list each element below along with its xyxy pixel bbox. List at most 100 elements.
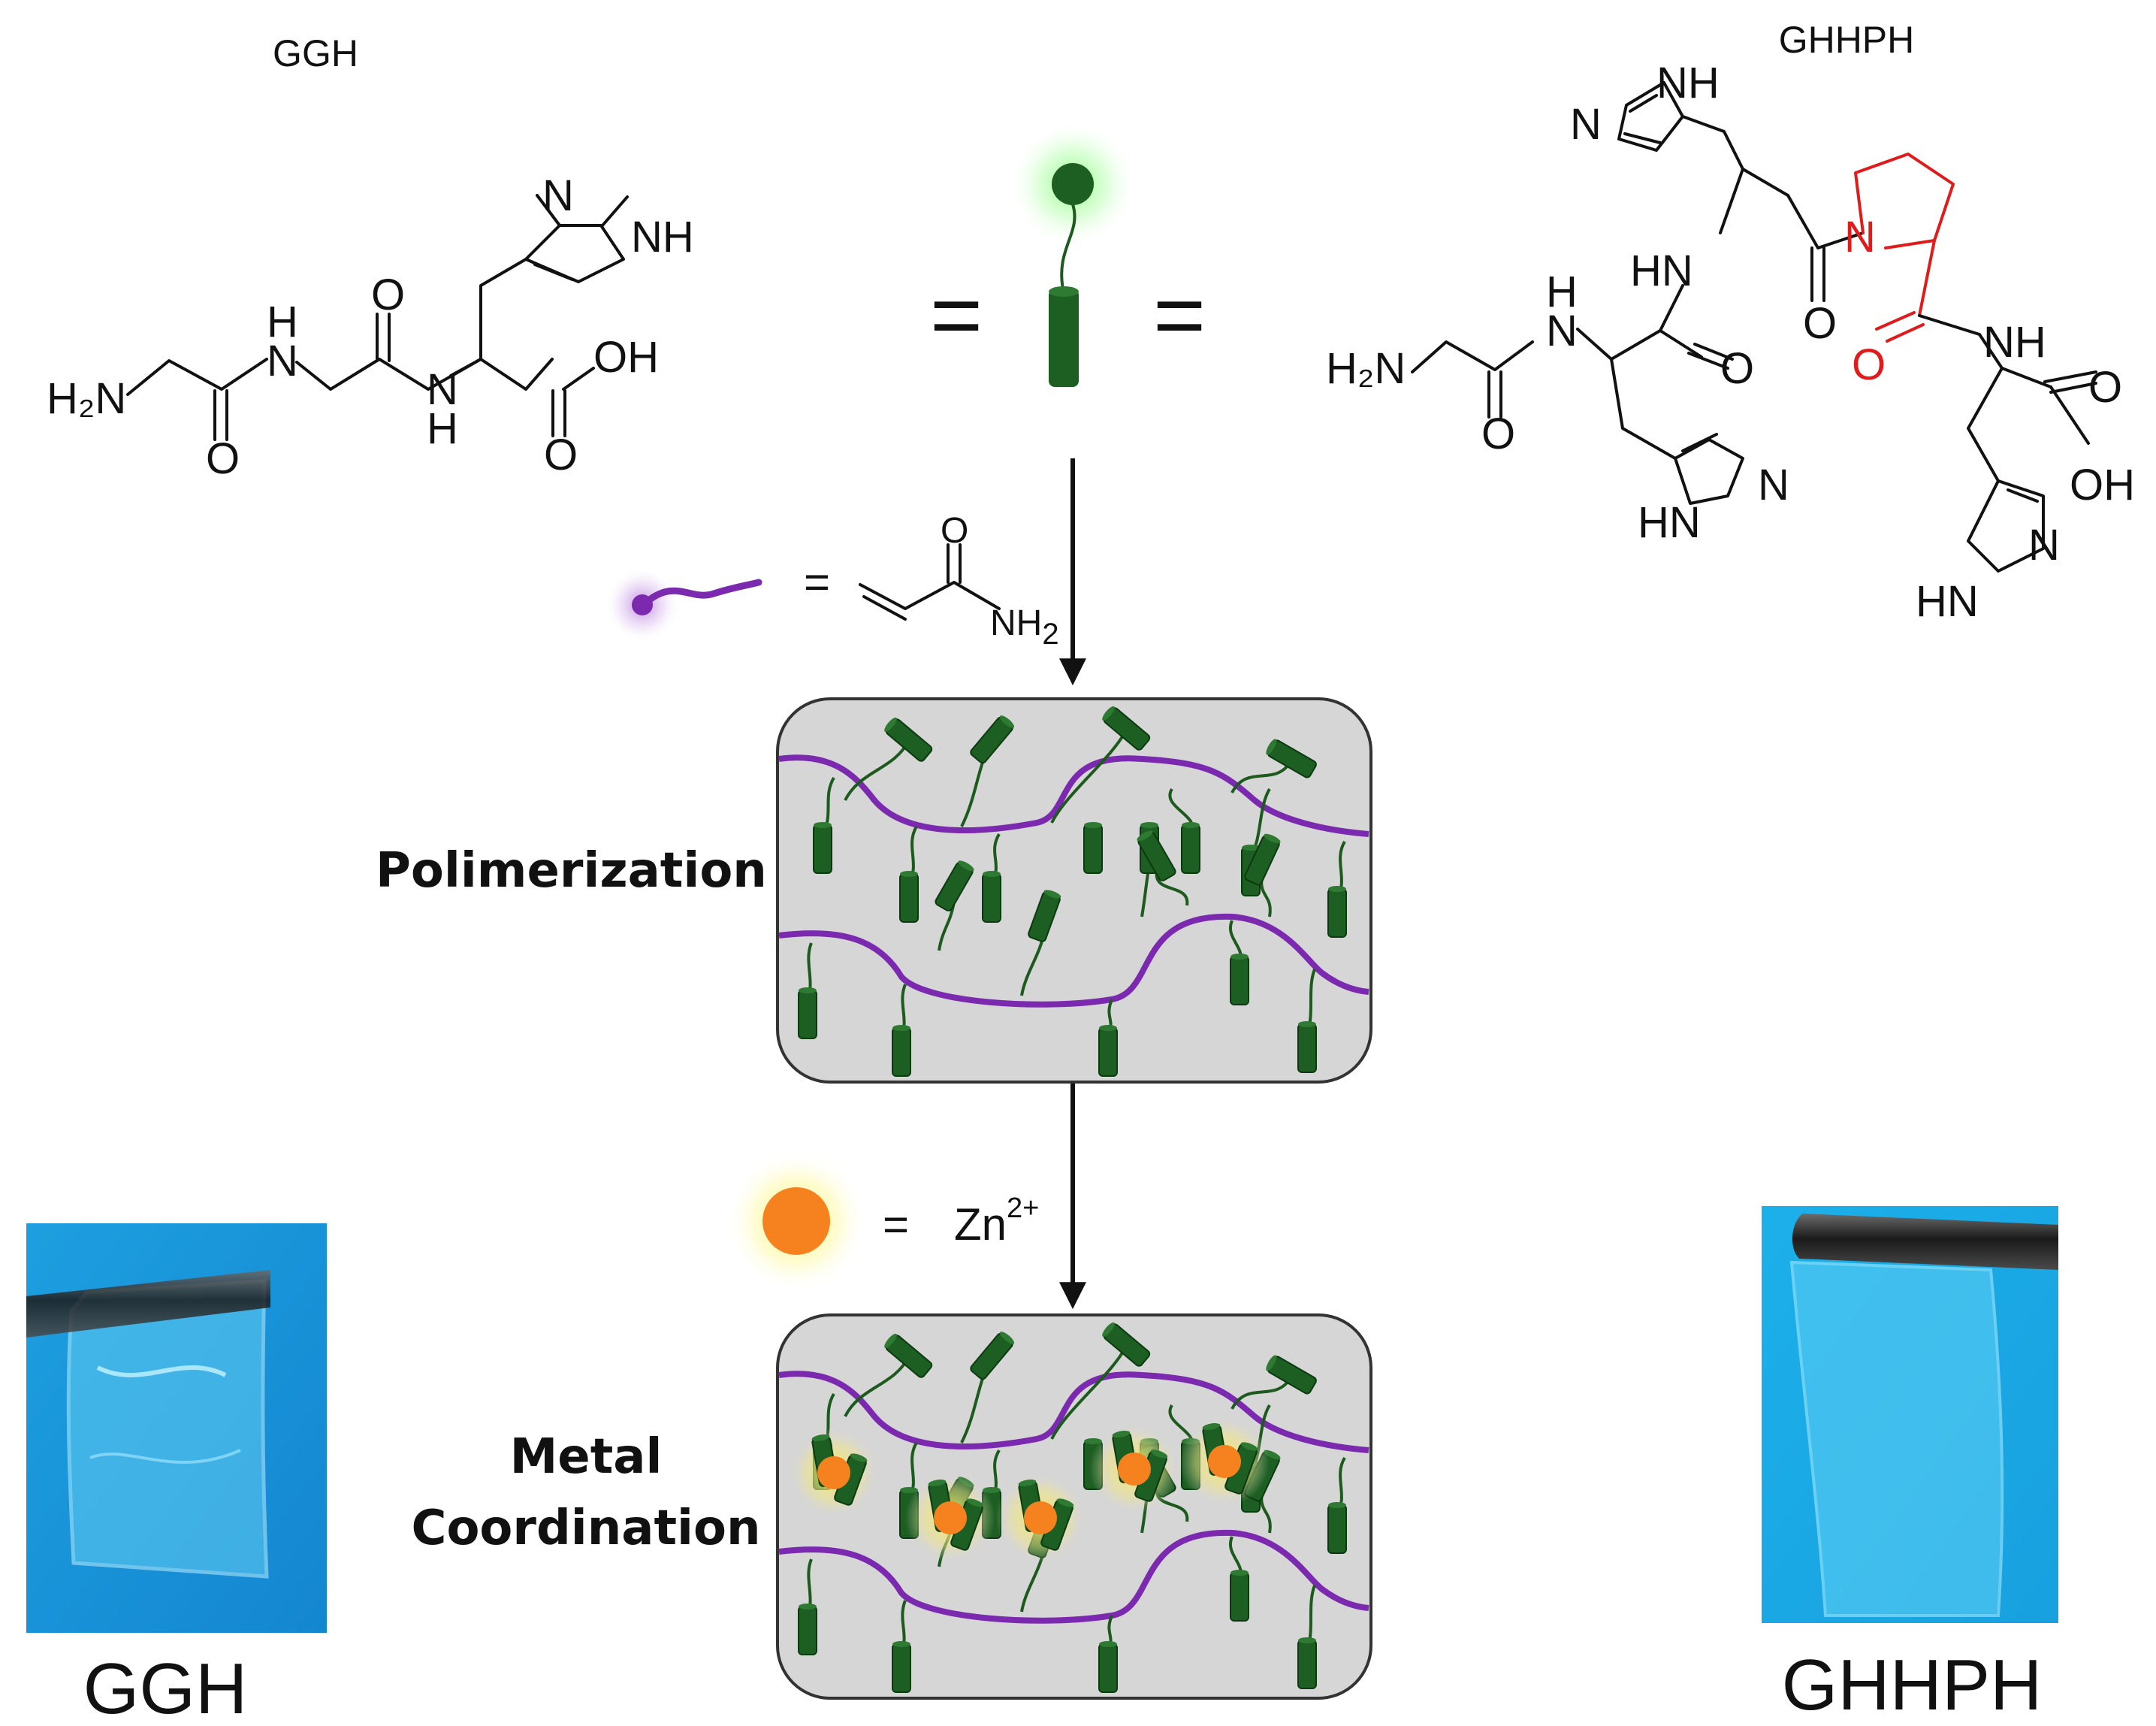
ghhph-nh: NH xyxy=(1983,318,2046,367)
acrylamide-nh2: NH2 xyxy=(990,603,1059,651)
ghhph-o2: O xyxy=(1720,344,1754,393)
ghhph-proline-n: N xyxy=(1844,213,1876,261)
ggh-hydrogel-photo xyxy=(26,1223,327,1633)
peptide-pendant xyxy=(1266,739,1317,778)
ghhph-h2n: H₂N xyxy=(1326,344,1406,393)
peptide-pendant xyxy=(1230,1570,1249,1622)
peptide-pendant xyxy=(1102,1322,1151,1367)
ghhph-right-hn: HN xyxy=(1916,577,1979,626)
monomer-equals: = xyxy=(804,557,830,607)
ggh-amide-h2: H xyxy=(427,404,458,453)
peptide-pendant xyxy=(892,1641,911,1693)
peptide-symbol xyxy=(1009,120,1137,387)
polymerized-gel xyxy=(776,697,1372,1084)
coordination-label-line1: Metal xyxy=(510,1429,663,1485)
ghhph-hn: HN xyxy=(1630,246,1693,295)
peptide-pendant xyxy=(1327,1502,1347,1554)
ghhph-structure: NH N HN H₂N H N O O O N O NH O OH N HN N… xyxy=(1326,59,2135,626)
gel-network-2 xyxy=(778,1322,1369,1693)
zinc-label: Zn2+ xyxy=(954,1192,1039,1250)
peptide-pendant xyxy=(884,1333,933,1378)
ghhph-o4: O xyxy=(2088,363,2122,412)
zinc-equals: = xyxy=(883,1199,909,1250)
peptide-pendant xyxy=(935,860,974,911)
peptide-pendant xyxy=(1028,890,1061,942)
peptide-pendant xyxy=(1266,1355,1317,1395)
ghhph-top-n: N xyxy=(1570,100,1602,149)
ggh-structure: H₂N H N N H O O O OH N NH xyxy=(47,171,694,483)
ghhph-amide-n: N xyxy=(1546,307,1578,355)
polymer-chain xyxy=(778,913,1369,1008)
coordination-label-line2: Coordination xyxy=(411,1501,760,1556)
ggh-carbonyl-o2: O xyxy=(371,271,405,319)
ggh-h2n: H₂N xyxy=(47,374,126,423)
peptide-pendant xyxy=(970,715,1015,764)
peptide-pendant xyxy=(1181,822,1200,874)
tether-line xyxy=(1155,871,1189,906)
tether-line xyxy=(844,739,910,801)
peptide-equals-left: = xyxy=(930,264,983,365)
zinc-ion xyxy=(1024,1501,1057,1534)
polymer-chain xyxy=(778,754,1369,837)
ggh-amide-h: H xyxy=(267,298,298,346)
peptide-pendant xyxy=(1230,954,1249,1005)
peptide-pendant xyxy=(798,987,817,1039)
ghhph-o1: O xyxy=(1481,410,1515,458)
zinc-ion xyxy=(1118,1452,1151,1486)
ghhph-bottom-hn: HN xyxy=(1638,498,1701,547)
polymer-chain xyxy=(778,1529,1369,1624)
peptide-pendant xyxy=(813,822,832,874)
ggh-imid-nh: NH xyxy=(631,213,694,261)
ggh-oh: OH xyxy=(593,333,659,382)
peptide-pendant xyxy=(884,717,933,762)
peptide-pendant xyxy=(1102,706,1151,751)
peptide-pendant xyxy=(798,1604,817,1655)
ghhph-title: GHHPH xyxy=(1779,19,1915,61)
peptide-pendant xyxy=(1134,1449,1168,1502)
zinc-ion xyxy=(934,1501,967,1534)
acrylamide-legend: = O NH2 xyxy=(605,511,1059,651)
ggh-photo-caption: GGH xyxy=(83,1649,248,1726)
tether-line xyxy=(1050,1344,1128,1440)
peptide-pendant xyxy=(1098,1025,1118,1077)
ggh-amide-n2: N xyxy=(427,365,458,414)
tether-line xyxy=(844,1356,910,1417)
ghhph-photo-caption: GHHPH xyxy=(1782,1645,2043,1725)
peptide-pendant xyxy=(1327,886,1347,938)
peptide-pendant xyxy=(950,1498,984,1551)
polymer-chain xyxy=(778,1371,1369,1453)
coordinated-gel xyxy=(776,1313,1372,1700)
peptide-pendant xyxy=(1244,833,1281,886)
peptide-pendant xyxy=(899,871,919,923)
ggh-amide-n: N xyxy=(267,337,298,385)
ggh-title: GGH xyxy=(273,32,358,74)
peptide-equals-right: = xyxy=(1153,264,1206,365)
ghhph-proline-o: O xyxy=(1852,340,1886,389)
ghhph-top-nh: NH xyxy=(1656,59,1720,107)
peptide-pendant xyxy=(970,1332,1015,1380)
ghhph-hydrogel-photo xyxy=(1762,1206,2058,1623)
zinc-legend: = Zn2+ xyxy=(725,1150,1039,1292)
ghhph-amide-h: H xyxy=(1546,268,1578,316)
zinc-ion xyxy=(1208,1445,1241,1478)
ghhph-bottom-n: N xyxy=(1758,461,1789,509)
peptide-cylinder-icon xyxy=(1049,289,1079,387)
peptide-pendant xyxy=(892,1025,911,1077)
peptide-pendant xyxy=(1297,1637,1317,1689)
zinc-ion-icon xyxy=(762,1187,830,1255)
peptide-pendant xyxy=(1137,830,1176,881)
tether-line xyxy=(1050,728,1128,824)
acrylamide-o: O xyxy=(941,511,968,551)
zinc-ion xyxy=(817,1456,850,1489)
ghhph-oh: OH xyxy=(2070,461,2135,509)
peptide-pendant xyxy=(982,871,1001,923)
gel-box-1 xyxy=(776,697,1372,1084)
peptide-pendant xyxy=(1297,1021,1317,1073)
ggh-carbonyl-o1: O xyxy=(206,434,240,483)
peptide-pendant xyxy=(1083,822,1103,874)
ghhph-o3: O xyxy=(1803,299,1837,348)
peptide-head-icon xyxy=(1052,163,1094,205)
peptide-pendant xyxy=(1098,1641,1118,1693)
ghhph-right-n: N xyxy=(2028,521,2060,570)
